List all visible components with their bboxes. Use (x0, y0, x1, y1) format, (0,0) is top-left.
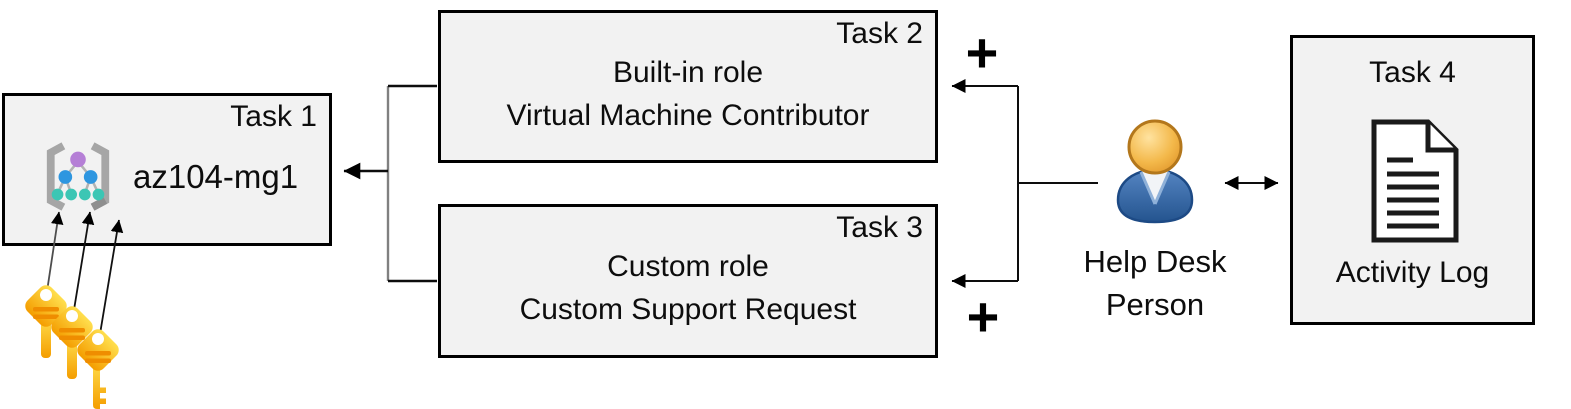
help-desk-person: Help Desk Person (1055, 118, 1255, 326)
task4-title: Task 4 (1369, 56, 1456, 89)
task3-line1: Custom role (607, 250, 769, 283)
person-icon (1116, 119, 1194, 224)
task2-title: Task 2 (836, 17, 923, 50)
task2-line1: Built-in role (612, 56, 764, 89)
task3-line2: Custom Support Request (519, 293, 857, 326)
keys-icon (25, 285, 119, 409)
key-2 (51, 306, 93, 379)
task3-title: Task 3 (836, 211, 923, 244)
task4-box: Task 4 Activity Log (1290, 35, 1535, 325)
task3-box: Task 3 Custom role Custom Support Reques… (438, 204, 938, 358)
plus-bottom: + (966, 285, 1000, 348)
task1-label: az104-mg1 (133, 158, 299, 195)
task1-box: Task 1 (2, 93, 332, 246)
key-1 (25, 285, 67, 358)
task2-box: Task 2 Built-in role Virtual Machine Con… (438, 10, 938, 163)
document-icon (1371, 119, 1458, 243)
plus-top: + (965, 21, 999, 84)
task4-label: Activity Log (1335, 256, 1490, 289)
actor-label-line2: Person (1105, 287, 1205, 322)
actor-label-line1: Help Desk (1083, 244, 1227, 279)
task2-line2: Virtual Machine Contributor (506, 99, 870, 132)
task1-title: Task 1 (230, 100, 317, 133)
key-3 (77, 329, 119, 409)
management-group-icon (46, 142, 110, 211)
